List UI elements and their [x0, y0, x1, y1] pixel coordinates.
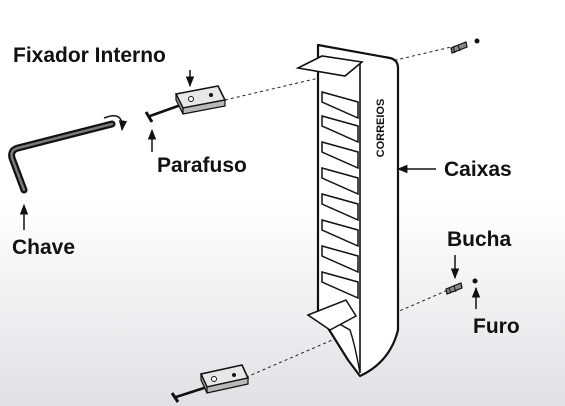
label-furo: Furo — [473, 315, 520, 338]
drill-hole-top-icon — [474, 38, 480, 44]
internal-bracket-icon — [174, 85, 227, 115]
mailbox-cabinet: CORREIOS — [295, 43, 400, 378]
allen-key-icon — [8, 115, 128, 194]
cabinet-brand-label: CORREIOS — [375, 99, 387, 158]
wall-plug-icon — [445, 282, 463, 295]
drill-hole-icon — [472, 278, 478, 284]
label-caixas: Caixas — [444, 158, 512, 181]
label-fixador-interno: Fixador Interno — [13, 44, 166, 67]
label-parafuso: Parafuso — [157, 154, 247, 177]
label-chave: Chave — [12, 236, 76, 259]
bottom-bracket-icon — [199, 364, 250, 394]
label-bucha: Bucha — [447, 228, 512, 251]
guide-line-bottom — [234, 286, 456, 383]
mail-slots — [321, 91, 359, 300]
bottom-screw-icon — [170, 386, 206, 403]
label-pointers — [19, 70, 481, 309]
screw-icon — [144, 104, 180, 123]
wall-plug-top-icon — [450, 41, 468, 54]
open-slot-flap — [306, 299, 358, 331]
